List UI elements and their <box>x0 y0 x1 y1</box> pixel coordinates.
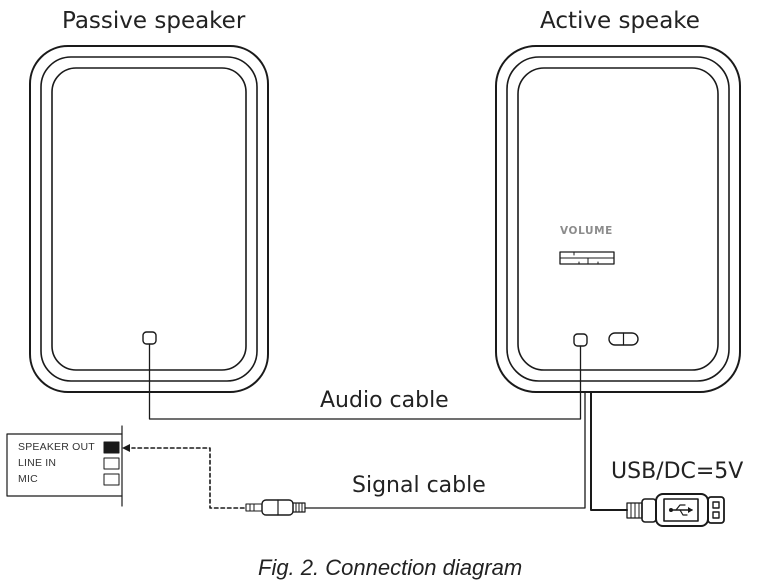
power-cable-label: USB/DC=5V <box>611 459 744 484</box>
passive-speaker <box>29 45 269 393</box>
signal-cable <box>304 391 586 509</box>
figure-caption: Fig. 2. Connection diagram <box>258 555 523 580</box>
signal-path-dotted <box>131 447 245 509</box>
port-label-speaker-out: SPEAKER OUT <box>18 441 95 453</box>
signal-cable-label: Signal cable <box>352 473 486 498</box>
volume-label: VOLUME <box>560 225 613 237</box>
audio-cable <box>148 343 582 420</box>
port-label-mic: MIC <box>18 473 38 485</box>
mic-port <box>103 473 120 486</box>
audio-plug-icon <box>245 499 306 516</box>
power-cable <box>590 391 628 511</box>
active-speaker <box>495 45 741 393</box>
port-label-line-in: LINE IN <box>18 457 57 469</box>
arrow-icon <box>122 444 130 452</box>
volume-slider-icon <box>559 251 615 265</box>
source-device-panel <box>6 425 123 507</box>
active-audio-jack-icon <box>573 333 588 347</box>
speaker-out-port <box>103 441 120 454</box>
passive-speaker-label: Passive speaker <box>62 8 246 34</box>
usb-plug-icon <box>626 493 725 527</box>
audio-cable-label: Audio cable <box>320 388 449 413</box>
passive-audio-jack-icon <box>142 331 157 345</box>
line-in-port <box>103 457 120 470</box>
power-switch-icon <box>608 332 639 346</box>
active-speaker-label: Active speake <box>540 8 700 34</box>
